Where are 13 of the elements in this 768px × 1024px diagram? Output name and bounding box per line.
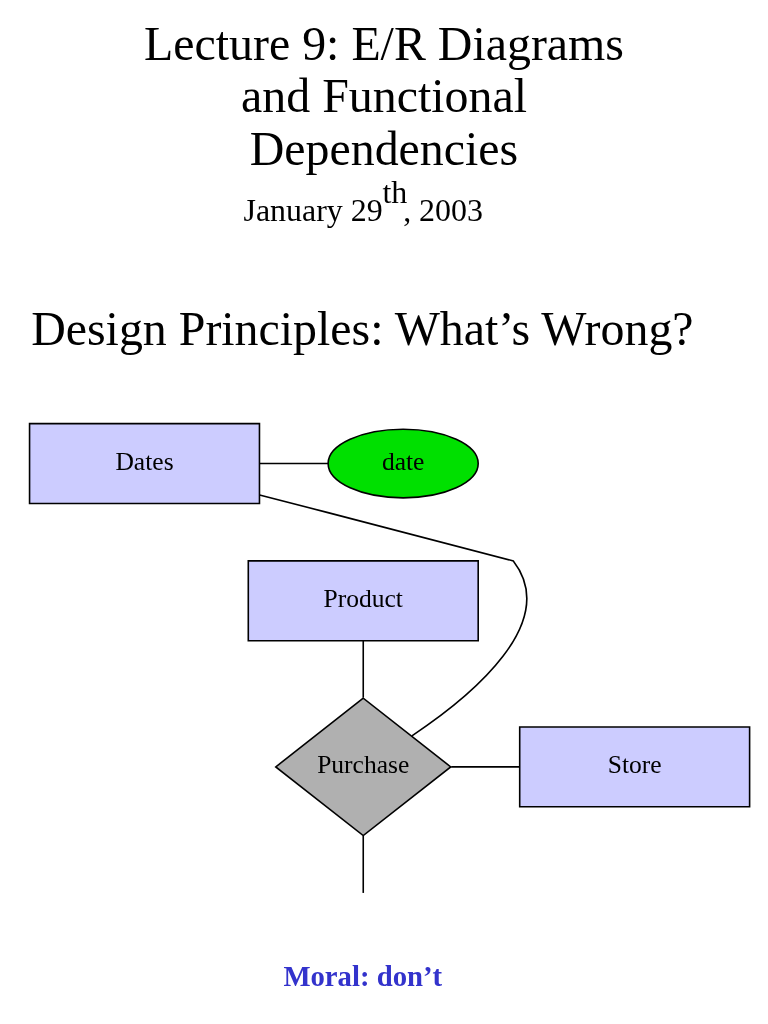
connector bbox=[258, 494, 528, 737]
node-box: Store bbox=[518, 726, 751, 808]
node-box: Dates bbox=[28, 422, 261, 505]
connector bbox=[450, 766, 521, 768]
label: Design Principles: What’s Wrong? bbox=[31, 302, 694, 356]
connector bbox=[362, 640, 365, 699]
connector bbox=[362, 835, 365, 894]
node-ellipse: date bbox=[327, 428, 479, 499]
diagram-title: Lecture 9: E/R Diagrams and Functional Dependencies bbox=[144, 16, 624, 175]
connector bbox=[258, 462, 329, 465]
label: Moral: don’t bbox=[283, 959, 443, 992]
node-box: Product bbox=[247, 560, 479, 642]
node-diamond: Purchase bbox=[274, 697, 452, 837]
